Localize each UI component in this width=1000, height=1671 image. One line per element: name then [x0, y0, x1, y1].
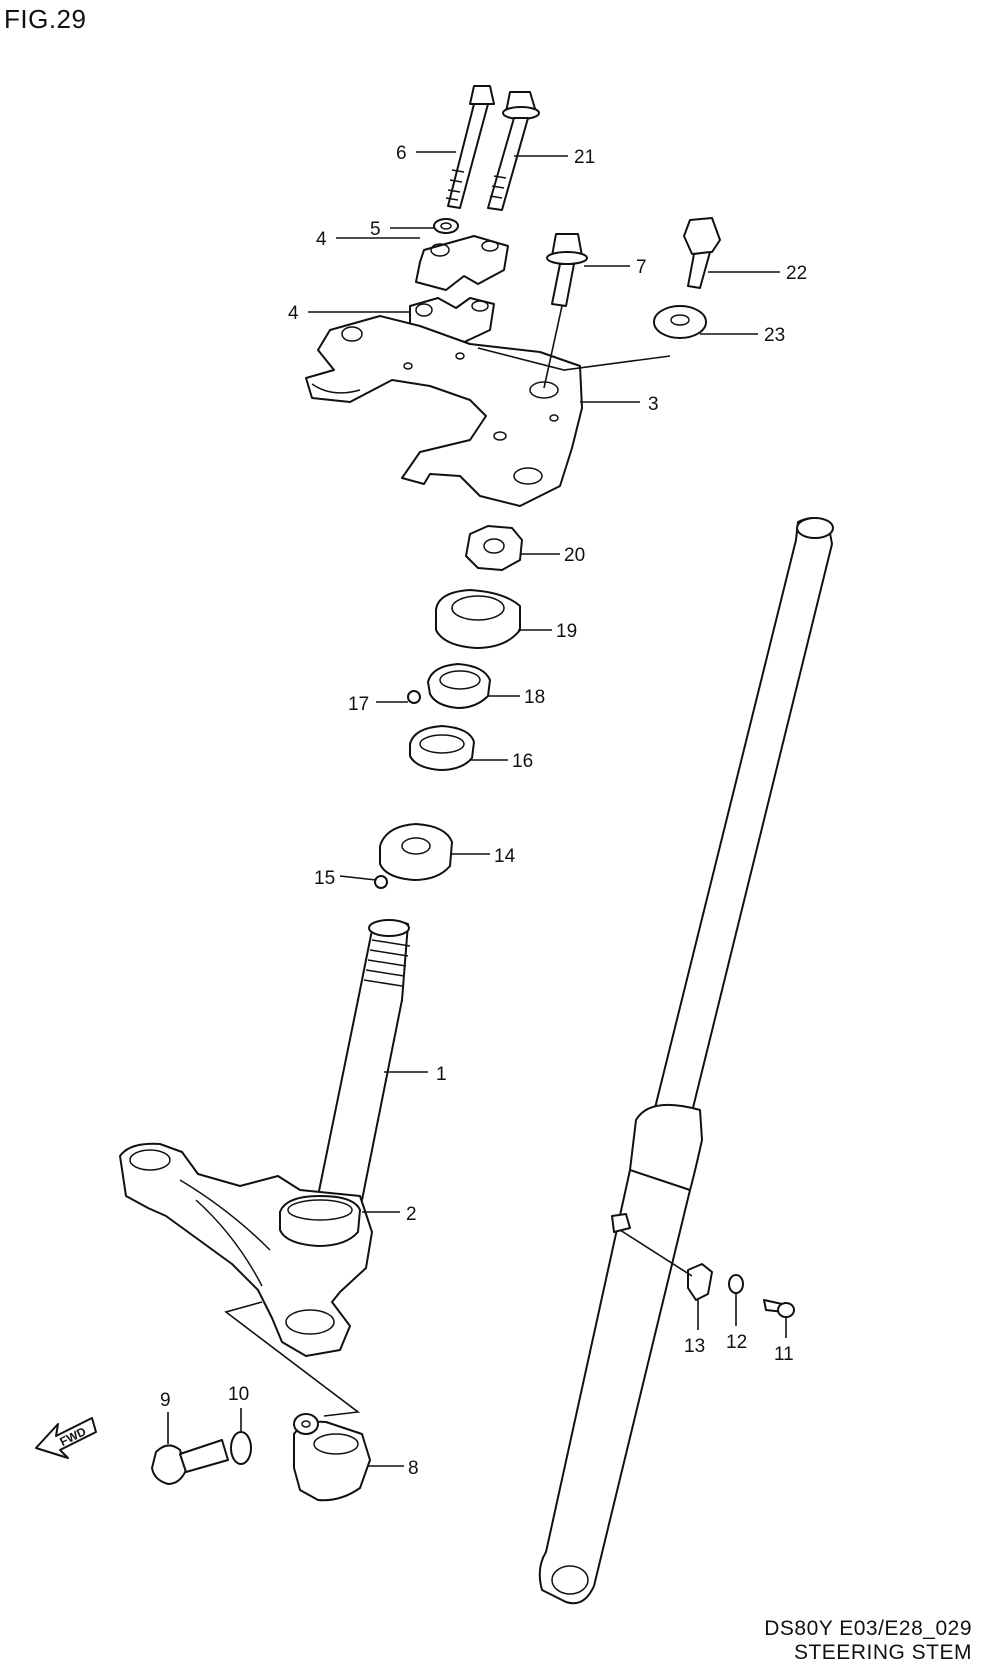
callout-12: 12 — [726, 1332, 747, 1353]
callout-20: 20 — [564, 545, 585, 566]
callout-4-upper: 4 — [316, 229, 327, 250]
callout-16: 16 — [512, 751, 533, 772]
part-13-hose-clamp — [687, 1263, 713, 1301]
callout-22: 22 — [786, 263, 807, 284]
part-10-washer — [230, 1431, 252, 1465]
callout-14: 14 — [494, 846, 516, 867]
part-5-washer — [433, 218, 459, 234]
callout-numbers: 1 2 3 4 4 5 6 7 8 9 10 11 12 13 14 15 16… — [160, 143, 807, 1479]
callout-4-lower: 4 — [288, 303, 299, 324]
callout-8: 8 — [408, 1458, 419, 1479]
part-11-screw — [763, 1299, 795, 1318]
callout-15: 15 — [314, 868, 335, 889]
figure-caption: STEERING STEM — [793, 1641, 972, 1664]
callout-19: 19 — [556, 621, 577, 642]
part-20-stem-nut — [465, 525, 523, 571]
figure-footer: DS80Y E03/E28_029 STEERING STEM — [764, 1617, 972, 1665]
callout-9: 9 — [160, 1390, 171, 1411]
callout-2: 2 — [406, 1204, 417, 1225]
part-6-long-bolt — [445, 85, 495, 209]
part-18-upper-bearing-race — [427, 663, 491, 709]
part-16-bearing-race — [409, 725, 475, 771]
callout-5: 5 — [370, 219, 381, 240]
callout-13: 13 — [684, 1336, 705, 1357]
part-19-dust-seal — [435, 589, 521, 649]
model-code: DS80Y E03/E28_029 — [764, 1617, 972, 1640]
part-22-bolt — [683, 217, 721, 289]
part-17-steel-ball — [407, 690, 421, 704]
part-9-bolt — [151, 1439, 229, 1485]
callout-17: 17 — [348, 694, 369, 715]
part-3-upper-bracket — [305, 315, 583, 507]
part-2-lower-bearing — [279, 1195, 361, 1247]
front-fork-assembly — [538, 517, 834, 1605]
fwd-direction-arrow: FWD — [35, 1417, 97, 1459]
callout-3: 3 — [648, 394, 659, 415]
callout-1: 1 — [436, 1064, 447, 1085]
callout-7: 7 — [636, 257, 647, 278]
part-12-washer — [728, 1274, 744, 1294]
part-21-flanged-bolt — [487, 91, 540, 211]
figure-label: FIG.29 — [4, 4, 87, 34]
part-7-flange-bolt — [546, 233, 588, 307]
callout-18: 18 — [524, 687, 545, 708]
part-14-lower-bearing-race — [379, 823, 453, 881]
callout-23: 23 — [764, 325, 785, 346]
leader-lines — [167, 151, 787, 1467]
callout-21: 21 — [574, 147, 595, 168]
callout-11: 11 — [774, 1344, 794, 1365]
part-1-steering-stem — [119, 919, 411, 1357]
part-4-handlebar-holder-upper — [415, 235, 509, 291]
part-8-cable-holder — [293, 1413, 371, 1502]
part-15-steel-ball — [374, 875, 388, 889]
callout-6: 6 — [396, 143, 407, 164]
part-23-washer — [653, 305, 707, 339]
callout-10: 10 — [228, 1384, 249, 1405]
